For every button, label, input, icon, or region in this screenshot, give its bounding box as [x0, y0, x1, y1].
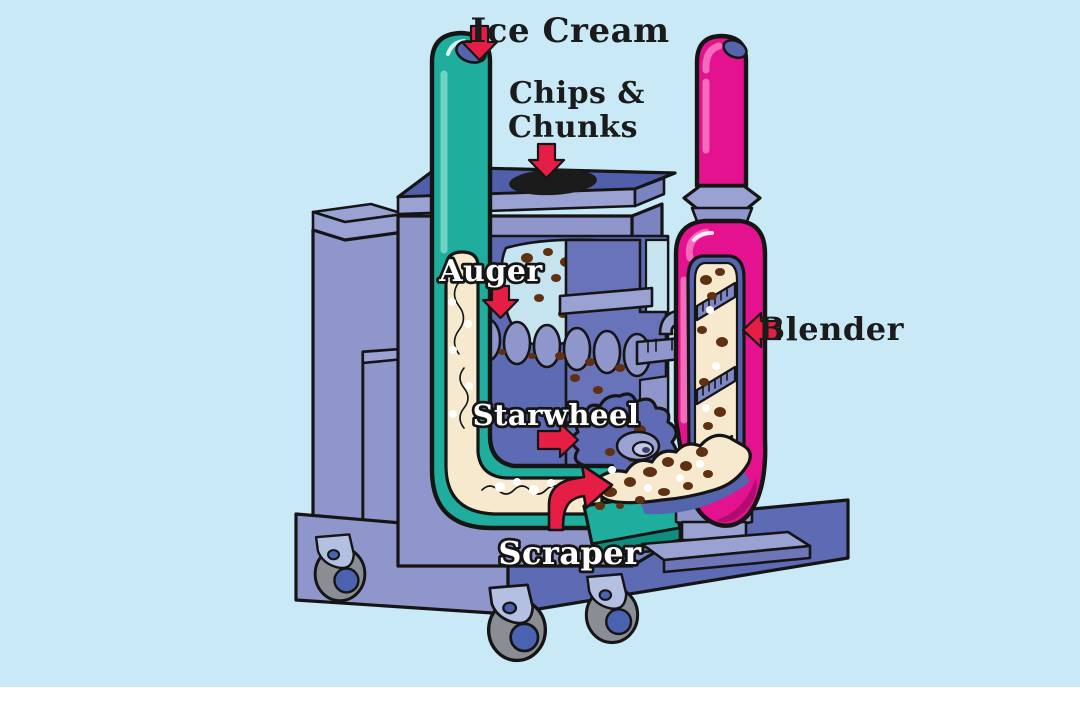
label-starwheel: Starwheel — [473, 398, 640, 432]
label-chips-line2: Chunks — [508, 110, 638, 145]
chips-inlet-hole — [509, 168, 597, 196]
auger-arrow-icon — [481, 284, 520, 320]
label-ice-cream: Ice Cream — [470, 11, 669, 51]
label-chips-line1: Chips & — [509, 76, 645, 111]
label-scraper: Scraper — [498, 534, 642, 572]
scraper-arrow-icon — [547, 463, 614, 532]
flow-chips — [595, 447, 713, 510]
blender-arrow-icon — [741, 311, 782, 349]
annotations — [460, 24, 782, 532]
chips-arrow-icon — [527, 142, 566, 180]
starwheel-arrow-icon — [536, 421, 580, 459]
ice-cream-arrow-icon — [460, 24, 499, 62]
label-blender: Blender — [758, 310, 905, 348]
label-auger: Auger — [438, 254, 543, 289]
left-panel — [311, 202, 406, 568]
mix-flow — [595, 433, 752, 515]
blender-opening — [722, 38, 748, 60]
labels: Ice Cream Chips & Chunks Auger Starwheel… — [436, 11, 905, 575]
